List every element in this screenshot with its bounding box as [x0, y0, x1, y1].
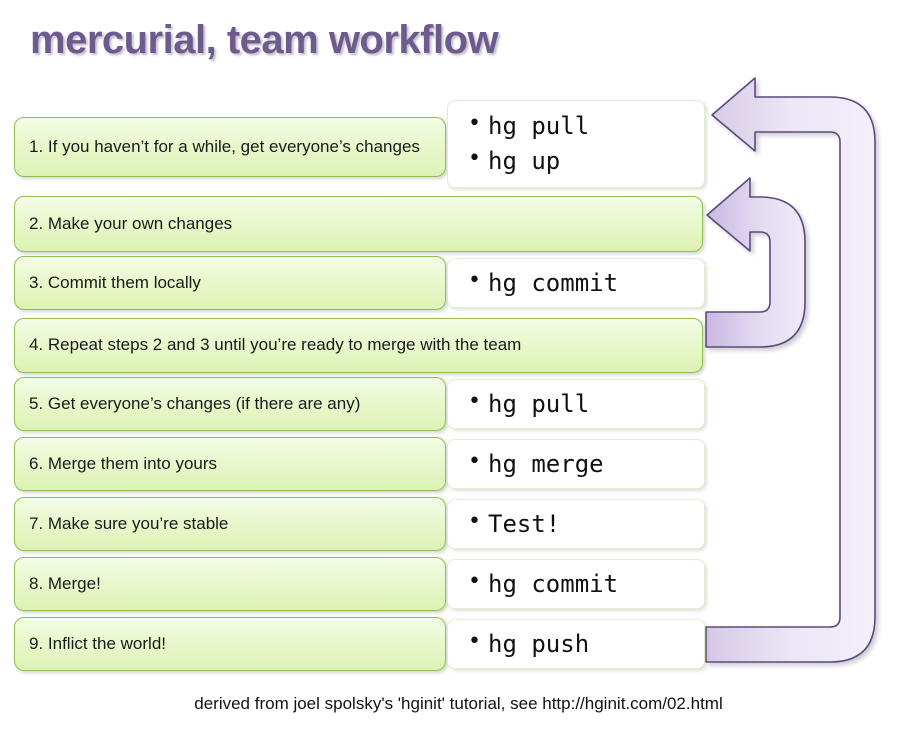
command-item: hg up: [468, 143, 686, 179]
command-box-1[interactable]: hg pull hg up: [447, 100, 705, 188]
loop-arrow-outer: [705, 77, 876, 663]
command-item: Test!: [468, 506, 686, 542]
step-box-1[interactable]: 1. If you haven’t for a while, get every…: [14, 117, 446, 177]
step-box-8[interactable]: 8. Merge!: [14, 557, 446, 611]
loop-arrow-inner: [705, 177, 806, 348]
step-label-1: 1. If you haven’t for a while, get every…: [29, 136, 420, 156]
command-item: hg commit: [468, 566, 686, 602]
step-label-9: 9. Inflict the world!: [29, 633, 167, 653]
command-box-6[interactable]: hg merge: [447, 439, 705, 489]
command-box-7[interactable]: Test!: [447, 499, 705, 549]
command-item: hg commit: [468, 265, 686, 301]
step-label-4: 4. Repeat steps 2 and 3 until you’re rea…: [29, 335, 522, 355]
command-box-3[interactable]: hg commit: [447, 258, 705, 308]
step-label-8: 8. Merge!: [29, 573, 101, 593]
command-box-9[interactable]: hg push: [447, 619, 705, 669]
command-item: hg pull: [468, 108, 686, 144]
step-label-5: 5. Get everyone’s changes (if there are …: [29, 393, 361, 413]
step-label-7: 7. Make sure you’re stable: [29, 513, 229, 533]
step-label-6: 6. Merge them into yours: [29, 453, 218, 473]
step-label-3: 3. Commit them locally: [29, 272, 201, 292]
page-title: mercurial, team workflow: [30, 18, 499, 62]
step-box-9[interactable]: 9. Inflict the world!: [14, 617, 446, 671]
command-item: hg push: [468, 626, 686, 662]
step-box-7[interactable]: 7. Make sure you’re stable: [14, 497, 446, 551]
step-box-3[interactable]: 3. Commit them locally: [14, 256, 446, 310]
step-box-4[interactable]: 4. Repeat steps 2 and 3 until you’re rea…: [14, 318, 703, 373]
step-box-2[interactable]: 2. Make your own changes: [14, 196, 703, 252]
step-label-2: 2. Make your own changes: [29, 213, 233, 233]
step-box-5[interactable]: 5. Get everyone’s changes (if there are …: [14, 377, 446, 431]
command-item: hg pull: [468, 386, 686, 422]
step-box-6[interactable]: 6. Merge them into yours: [14, 437, 446, 491]
footer-attribution: derived from joel spolsky's 'hginit' tut…: [194, 694, 723, 713]
command-box-8[interactable]: hg commit: [447, 559, 705, 609]
command-box-5[interactable]: hg pull: [447, 379, 705, 429]
command-item: hg merge: [468, 446, 686, 482]
